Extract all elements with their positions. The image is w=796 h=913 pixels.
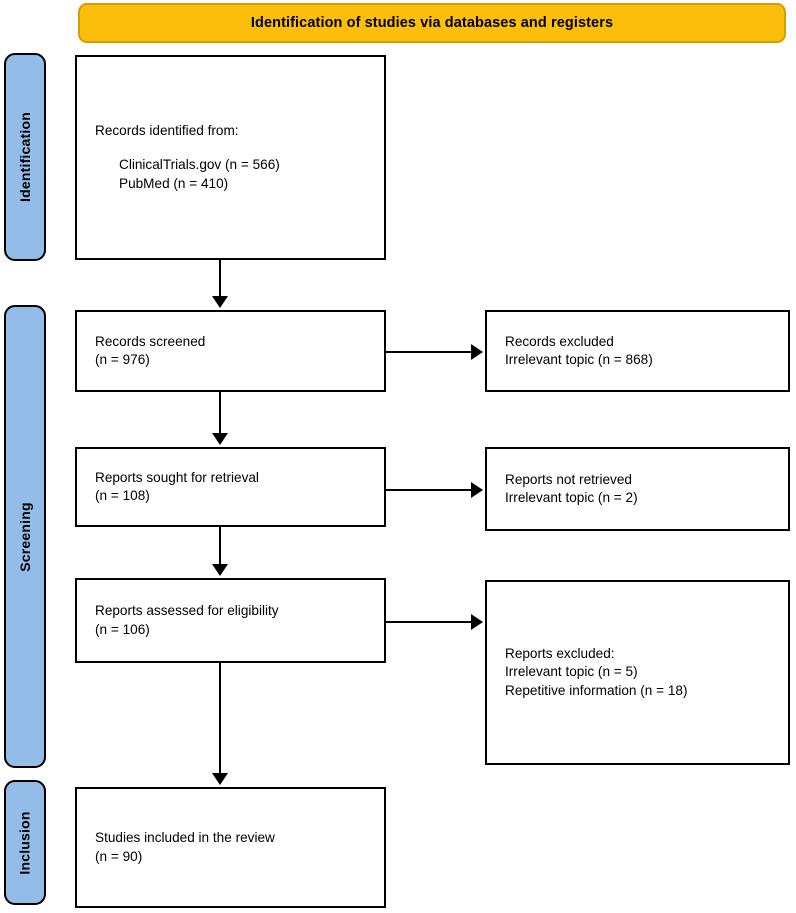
- arrowhead-down-icon: [212, 773, 228, 785]
- box-reports-assessed: Reports assessed for eligibility (n = 10…: [75, 578, 386, 663]
- box-reports-sought: Reports sought for retrieval (n = 108): [75, 447, 386, 527]
- stage-label-inclusion: Inclusion: [4, 780, 46, 905]
- box-reports-excluded-line3: Repetitive information (n = 18): [505, 682, 688, 698]
- box-reports-not-retrieved: Reports not retrieved Irrelevant topic (…: [485, 447, 790, 531]
- arrowhead-down-icon: [212, 433, 228, 445]
- box-records-screened-line2: (n = 976): [95, 352, 150, 367]
- box-reports-excluded: Reports excluded: Irrelevant topic (n = …: [485, 580, 790, 765]
- diagram-title: Identification of studies via databases …: [250, 15, 614, 31]
- arrowhead-down-icon: [212, 564, 228, 576]
- arrowhead-right-icon: [471, 344, 483, 360]
- box-reports-assessed-line1: Reports assessed for eligibility: [95, 603, 279, 619]
- connector-assessed-to-excluded-reports: [386, 621, 473, 623]
- box-records-identified-line1: Records identified from:: [95, 123, 239, 139]
- box-reports-sought-line2: (n = 108): [95, 488, 150, 503]
- diagram-header-banner: Identification of studies via databases …: [78, 3, 786, 43]
- box-reports-not-retrieved-line1: Reports not retrieved: [505, 471, 632, 487]
- box-studies-included: Studies included in the review (n = 90): [75, 787, 386, 908]
- box-records-screened: Records screened (n = 976): [75, 310, 386, 392]
- box-reports-excluded-line2: Irrelevant topic (n = 5): [505, 664, 638, 680]
- arrowhead-right-icon: [471, 482, 483, 498]
- box-reports-sought-line1: Reports sought for retrieval: [95, 469, 259, 485]
- box-records-identified-spacer: [77, 140, 384, 156]
- stage-label-screening-text: Screening: [17, 501, 33, 572]
- box-records-identified-source-clinicaltrials: ClinicalTrials.gov (n = 566): [119, 157, 280, 173]
- stage-label-screening: Screening: [4, 305, 46, 768]
- box-records-screened-line1: Records screened: [95, 333, 206, 349]
- box-records-identified-source-pubmed: PubMed (n = 410): [119, 175, 229, 191]
- box-records-identified: Records identified from: ClinicalTrials.…: [75, 55, 386, 260]
- box-reports-assessed-line2: (n = 106): [95, 621, 150, 637]
- stage-label-inclusion-text: Inclusion: [17, 810, 33, 875]
- box-reports-not-retrieved-line2: Irrelevant topic (n = 2): [505, 490, 638, 505]
- stage-label-identification-text: Identification: [17, 112, 34, 202]
- box-records-excluded-line1: Records excluded: [505, 333, 614, 349]
- box-records-excluded-line2: Irrelevant topic (n = 868): [505, 352, 653, 367]
- connector-identified-to-screened: [219, 260, 221, 298]
- connector-sought-to-not-retrieved: [386, 489, 473, 491]
- arrowhead-down-icon: [212, 296, 228, 308]
- box-reports-excluded-line1: Reports excluded:: [505, 646, 615, 662]
- stage-label-identification: Identification: [4, 53, 46, 261]
- box-studies-included-line2: (n = 90): [95, 848, 143, 864]
- box-records-excluded: Records excluded Irrelevant topic (n = 8…: [485, 310, 790, 392]
- connector-sought-to-assessed: [219, 527, 221, 566]
- connector-screened-to-excluded: [386, 351, 473, 353]
- box-studies-included-line1: Studies included in the review: [95, 830, 275, 846]
- connector-screened-to-sought: [219, 392, 221, 435]
- arrowhead-right-icon: [471, 614, 483, 630]
- connector-assessed-to-included: [219, 663, 221, 775]
